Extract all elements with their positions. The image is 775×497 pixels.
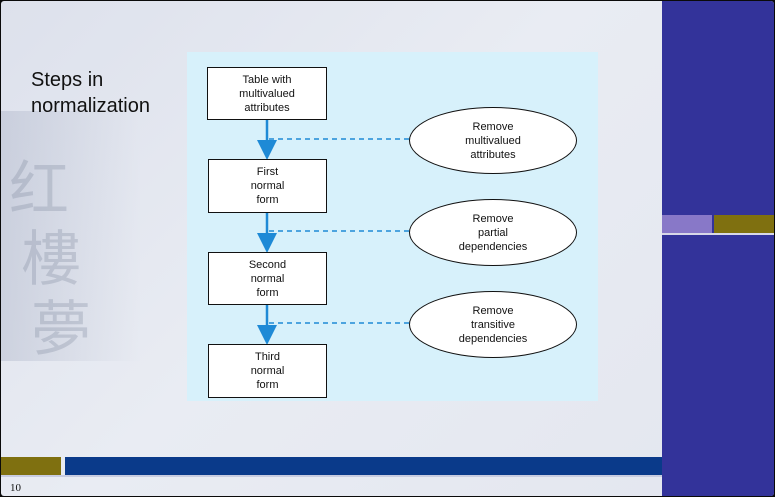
step-remove-partial: Remove partial dependencies: [409, 199, 577, 266]
step-remove-multivalued: Remove multivalued attributes: [409, 107, 577, 174]
accent-divider: [662, 233, 774, 235]
footer-bar-olive: [1, 457, 61, 475]
slide-title: Steps in normalization: [31, 69, 150, 117]
accent-bar-purple: [662, 215, 712, 233]
footer-bar-blue: [65, 457, 662, 475]
footer-divider: [1, 475, 662, 477]
box-third-normal-form: Third normal form: [208, 344, 327, 398]
step-remove-transitive: Remove transitive dependencies: [409, 291, 577, 358]
box-second-normal-form: Second normal form: [208, 252, 327, 305]
page-number: 10: [10, 482, 21, 494]
watermark-calligraphy: 红 樓 夢: [1, 111, 141, 365]
accent-bar-olive: [714, 215, 774, 233]
box-first-normal-form: First normal form: [208, 159, 327, 213]
right-decor-panel: [662, 1, 774, 496]
box-unnormalized-table: Table with multivalued attributes: [207, 67, 327, 120]
